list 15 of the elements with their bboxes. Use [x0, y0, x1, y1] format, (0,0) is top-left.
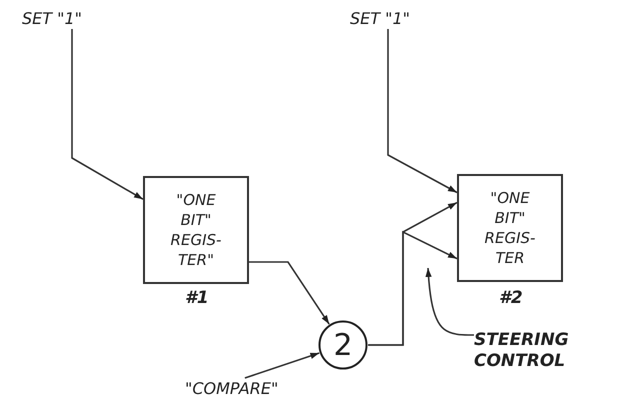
register-number: #1: [185, 288, 209, 308]
arrow: [244, 352, 320, 379]
arrow: [71, 29, 144, 200]
circle-number: 2: [333, 328, 353, 362]
signal-label: STEERING CONTROL: [474, 330, 570, 372]
register-box: "ONE BIT" REGIS- TER": [143, 176, 249, 284]
arrow: [249, 261, 330, 325]
register-box: "ONE BIT" REGIS- TER: [457, 174, 563, 282]
signal-label: "COMPARE": [185, 378, 278, 399]
signal-label: SET "1": [22, 8, 82, 29]
leader-arrow: [425, 268, 474, 336]
register-number: #2: [499, 288, 523, 308]
arrow: [368, 230, 458, 346]
signal-label: SET "1": [350, 8, 410, 29]
arrow: [387, 29, 458, 194]
